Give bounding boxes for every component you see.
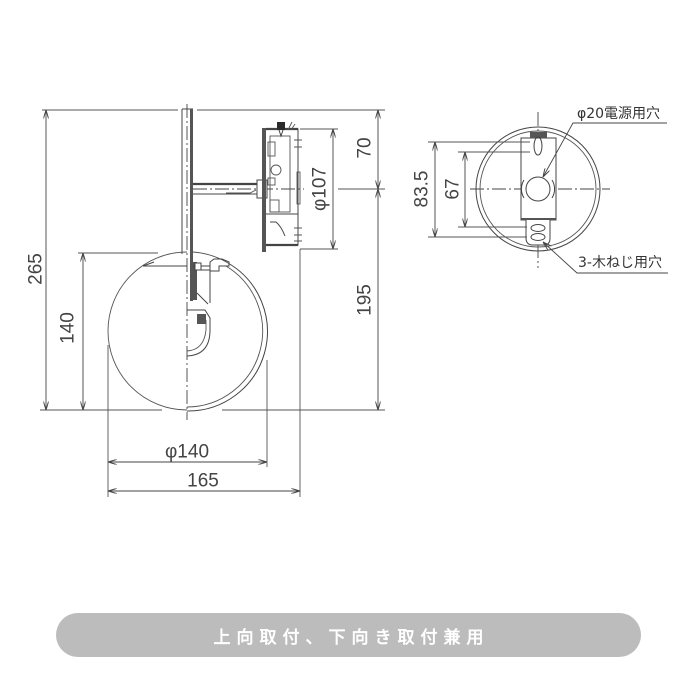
- side-view: 265 140 φ107 70 195 φ140 165: [26, 104, 385, 497]
- globe-right-inner-outline: [186, 265, 264, 408]
- bracket-top-tab: [530, 132, 547, 138]
- pole-right-wall: [190, 109, 193, 301]
- terminal-block: [267, 141, 276, 157]
- terminal-clip: [267, 177, 276, 186]
- lead-wire: [270, 221, 286, 237]
- globe: [107, 251, 268, 412]
- globe-top-outline: [192, 251, 229, 264]
- power-hole: [525, 176, 551, 202]
- dim-label-outer-pitch: 83.5: [412, 171, 433, 208]
- cap-plate: [193, 262, 197, 300]
- dim-label-globe-diameter: φ140: [165, 442, 209, 463]
- power-hole-note: φ20電源用穴: [577, 106, 660, 122]
- base-box-outline: [266, 128, 299, 246]
- bracket-bottom-tab: [525, 220, 551, 246]
- base-view: 83.5 67 φ20電源用穴 3-木ねじ用穴: [412, 106, 668, 274]
- mounting-base: [262, 121, 302, 252]
- screw-hole-note: 3-木ねじ用穴: [578, 255, 662, 271]
- arm-screw: [226, 189, 257, 194]
- top-clip: [287, 121, 296, 131]
- socket-housing: [196, 269, 211, 305]
- power-hole-leader: [543, 122, 667, 177]
- socket-screw: [197, 314, 206, 324]
- side-bump: [296, 171, 301, 205]
- globe-clip: [209, 258, 230, 272]
- terminal-screw: [270, 164, 282, 176]
- pole: [181, 108, 193, 301]
- top-screw-head: [277, 122, 285, 130]
- globe-flange: [142, 261, 187, 267]
- bottom-screw-slot-2: [530, 233, 546, 241]
- rotation-arrow-left: [520, 179, 525, 199]
- dim-label-inner-pitch: 67: [443, 178, 464, 199]
- dim-label-center-to-bottom: 195: [355, 284, 376, 316]
- socket-outer: [186, 309, 211, 357]
- socket-assembly: [186, 258, 230, 357]
- base-outer-circle: [475, 126, 601, 252]
- dim-label-globe-height: 140: [58, 312, 79, 344]
- mounting-bracket: [520, 137, 557, 221]
- top-screw-slot: [533, 136, 543, 156]
- dim-label-overall-height: 265: [26, 253, 47, 285]
- base-inner-box: [269, 135, 291, 213]
- cap-nut: [194, 262, 202, 271]
- mounting-direction-banner: 上向取付、下向き取付兼用: [56, 613, 641, 657]
- dim-label-top-to-center: 70: [355, 137, 376, 158]
- banner-label: 上向取付、下向き取付兼用: [213, 627, 490, 648]
- bracket-bottom-edge: [521, 218, 556, 221]
- globe-right-outer-outline: [186, 262, 268, 412]
- mounting-plate: [262, 128, 266, 252]
- screw-hole-leader: [543, 242, 668, 274]
- connector: [269, 199, 280, 213]
- dim-label-overall-projection: 165: [187, 471, 219, 492]
- globe-left-outline: [107, 251, 188, 411]
- bottom-screw-slot-1: [530, 224, 546, 232]
- dim-label-base-diameter: φ107: [310, 167, 331, 211]
- socket-inner: [186, 320, 207, 352]
- top-screw-tip: [278, 129, 284, 138]
- rotation-arrow-right: [551, 179, 556, 199]
- side-ticks: [294, 139, 302, 242]
- base-inner-circle: [479, 130, 597, 248]
